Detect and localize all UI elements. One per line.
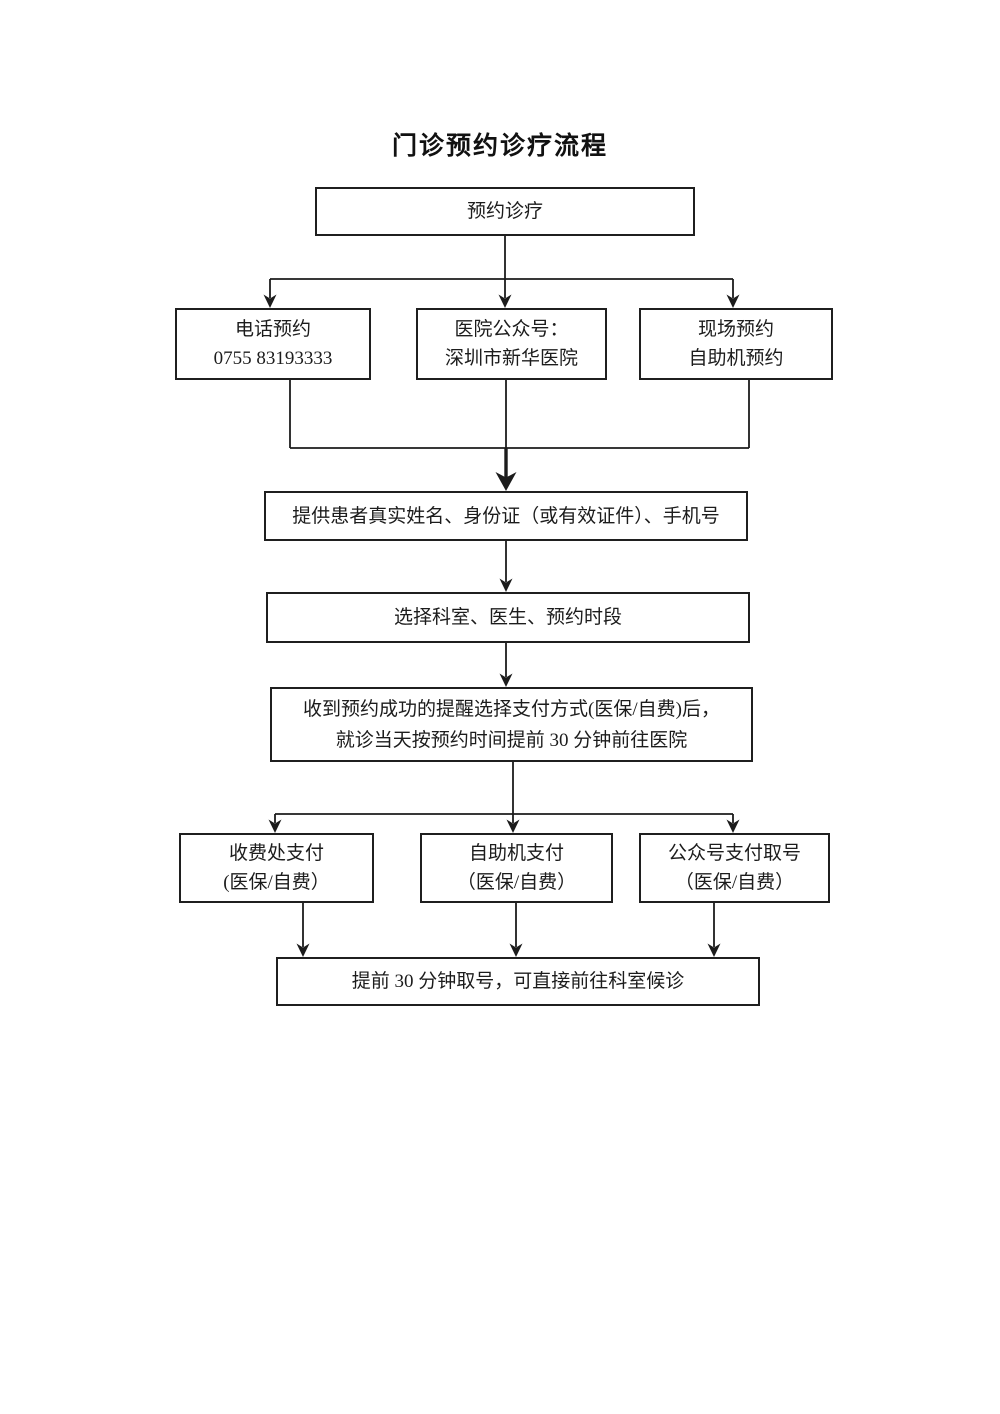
node-select-dept: 选择科室、医生、预约时段 (266, 592, 750, 643)
final-checkin-label: 提前 30 分钟取号，可直接前往科室候诊 (351, 971, 685, 992)
arrowhead-down-icon (726, 294, 740, 308)
arrowhead-down-icon (296, 943, 310, 957)
node-final-checkin: 提前 30 分钟取号，可直接前往科室候诊 (276, 957, 760, 1006)
node-phone-booking: 电话预约 0755 83193333 (175, 308, 371, 380)
kiosk-payment-line2: （医保/自费） (456, 872, 577, 893)
node-wechat-payment: 公众号支付取号 （医保/自费） (639, 833, 830, 903)
arrowhead-down-icon (268, 819, 282, 833)
arrowhead-down-icon (499, 673, 513, 687)
arrowhead-down-icon (506, 819, 520, 833)
wechat-booking-line2: 深圳市新华医院 (444, 348, 578, 369)
connector-lines (269, 236, 750, 947)
node-start: 预约诊疗 (315, 187, 695, 236)
wechat-payment-line2: （医保/自费） (674, 872, 795, 893)
wechat-booking-line1: 医院公众号： (454, 319, 569, 340)
select-dept-label: 选择科室、医生、预约时段 (393, 607, 622, 628)
page-title: 门诊预约诊疗流程 (391, 133, 608, 160)
node-wechat-booking: 医院公众号： 深圳市新华医院 (416, 308, 607, 380)
onsite-booking-line1: 现场预约 (697, 319, 774, 340)
node-cashier-payment: 收费处支付 (医保/自费） (179, 833, 374, 903)
arrowhead-down-icon (509, 943, 523, 957)
kiosk-payment-line1: 自助机支付 (468, 843, 564, 864)
arrowhead-down-icon (499, 578, 513, 592)
arrowhead-down-icon (707, 943, 721, 957)
payment-reminder-line1: 收到预约成功的提醒选择支付方式(医保/自费)后， (303, 698, 720, 720)
phone-booking-line1: 电话预约 (234, 319, 311, 340)
provide-info-label: 提供患者真实姓名、身份证（或有效证件）、手机号 (292, 505, 720, 527)
cashier-payment-line1: 收费处支付 (228, 843, 324, 864)
wechat-payment-line1: 公众号支付取号 (667, 843, 801, 864)
node-onsite-booking: 现场预约 自助机预约 (639, 308, 833, 380)
phone-booking-number: 0755 83193333 (213, 348, 333, 369)
onsite-booking-line2: 自助机预约 (688, 348, 784, 369)
arrowhead-down-icon (498, 294, 512, 308)
node-kiosk-payment: 自助机支付 （医保/自费） (420, 833, 613, 903)
arrowhead-down-bold-icon (495, 472, 517, 491)
cashier-payment-line2: (医保/自费） (223, 872, 330, 893)
node-start-label: 预约诊疗 (466, 201, 543, 222)
arrowheads (263, 294, 740, 957)
node-provide-info: 提供患者真实姓名、身份证（或有效证件）、手机号 (264, 491, 748, 541)
node-payment-reminder: 收到预约成功的提醒选择支付方式(医保/自费)后， 就诊当天按预约时间提前 30 … (270, 687, 753, 762)
arrowhead-down-icon (263, 294, 277, 308)
arrowhead-down-icon (726, 819, 740, 833)
payment-reminder-line2: 就诊当天按预约时间提前 30 分钟前往医院 (335, 729, 688, 751)
